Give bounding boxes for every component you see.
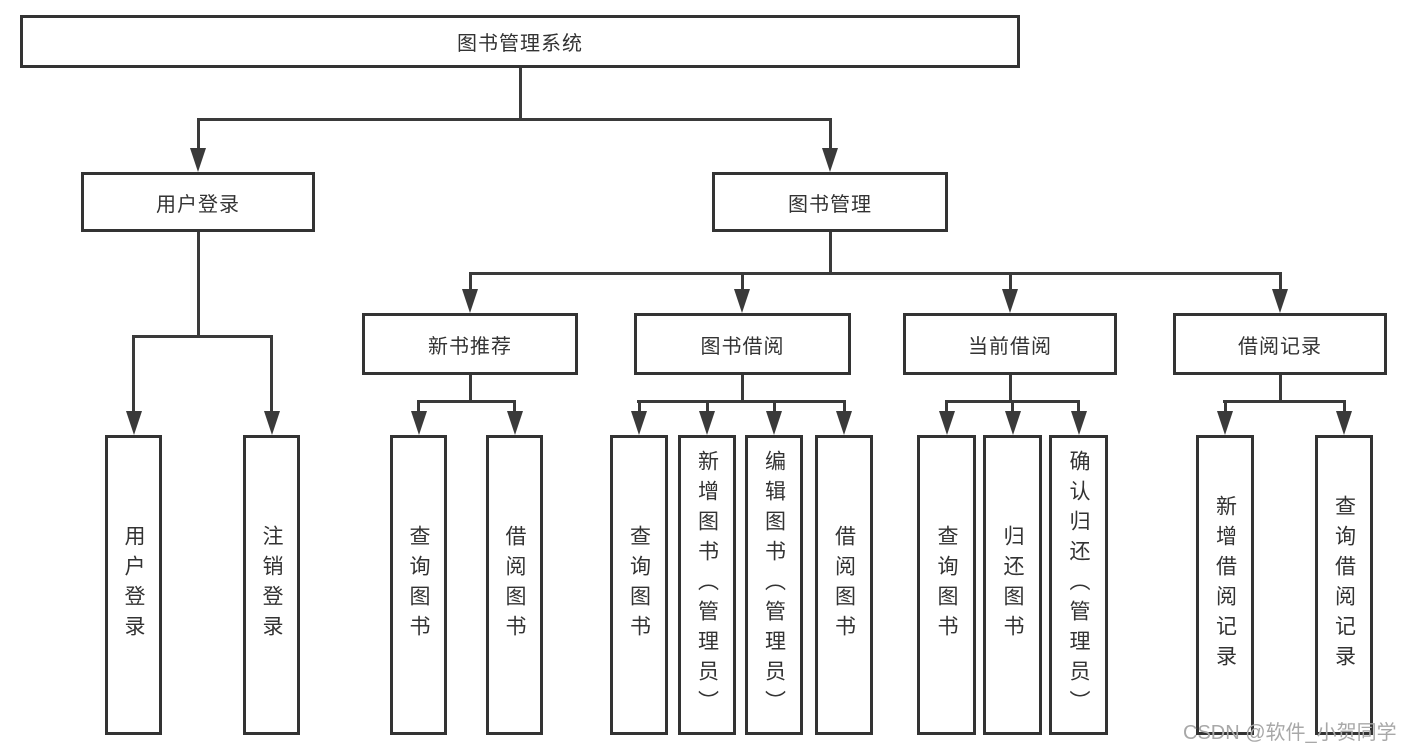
node-library-management-system: 图书管理系统 bbox=[20, 15, 1020, 68]
connector-group-hline bbox=[1223, 400, 1346, 403]
connector-root-stub bbox=[518, 66, 522, 120]
connector-line bbox=[1223, 400, 1227, 414]
leaf-add-borrow-record: 新增借阅记录 bbox=[1196, 435, 1254, 735]
connector-user-login-hline bbox=[132, 335, 273, 338]
connector-group-hline bbox=[417, 400, 516, 403]
connector-line bbox=[772, 400, 776, 414]
leaf-label: 新增图书（管理员） bbox=[695, 450, 719, 720]
arrowhead-down-icon bbox=[1070, 411, 1087, 435]
leaf-query-books-recommend: 查询图书 bbox=[390, 435, 447, 735]
csdn-watermark: CSDN @软件_小贺同学 bbox=[1183, 722, 1397, 744]
arrowhead-down-icon bbox=[506, 411, 523, 435]
connector-group-stub bbox=[468, 373, 472, 402]
connector-line bbox=[637, 400, 641, 414]
connector-group-stub bbox=[1278, 373, 1282, 402]
node-book-borrowing: 图书借阅 bbox=[634, 313, 851, 375]
leaf-query-borrow-record: 查询借阅记录 bbox=[1315, 435, 1373, 735]
leaf-label: 新增借阅记录 bbox=[1213, 495, 1237, 675]
connector-line bbox=[1011, 400, 1014, 414]
arrowhead-down-icon bbox=[1004, 411, 1021, 435]
node-label: 图书管理系统 bbox=[457, 33, 583, 55]
leaf-logout: 注销登录 bbox=[243, 435, 300, 735]
connector-line bbox=[468, 272, 472, 291]
connector-book-management-stub bbox=[828, 230, 832, 274]
node-label: 新书推荐 bbox=[428, 335, 512, 358]
arrowhead-down-icon bbox=[125, 411, 142, 435]
connector-to-user-login bbox=[196, 118, 200, 150]
arrowhead-down-icon bbox=[1002, 289, 1018, 313]
leaf-label: 借阅图书 bbox=[503, 525, 526, 645]
arrowhead-down-icon bbox=[734, 289, 750, 313]
arrowhead-down-icon bbox=[938, 411, 955, 435]
connector-user-login-stub bbox=[196, 230, 200, 337]
connector-group-stub bbox=[740, 373, 744, 402]
arrowhead-down-icon bbox=[1217, 411, 1233, 435]
connector-line bbox=[513, 400, 516, 414]
connector-root-hline bbox=[196, 118, 832, 121]
arrowhead-down-icon bbox=[822, 148, 838, 172]
arrowhead-down-icon bbox=[631, 411, 647, 435]
leaf-label: 用户登录 bbox=[122, 525, 145, 645]
connector-line bbox=[270, 335, 273, 413]
connector-group-hline bbox=[637, 400, 846, 403]
leaf-return-books: 归还图书 bbox=[983, 435, 1042, 735]
node-label: 当前借阅 bbox=[968, 335, 1052, 358]
connector-to-book-management bbox=[828, 118, 832, 150]
leaf-label: 编辑图书（管理员） bbox=[762, 450, 786, 720]
leaf-borrow-books: 借阅图书 bbox=[815, 435, 873, 735]
node-new-book-recommendation: 新书推荐 bbox=[362, 313, 578, 375]
connector-line bbox=[705, 400, 709, 414]
leaf-label: 查询图书 bbox=[935, 525, 958, 645]
leaf-query-books-borrowing: 查询图书 bbox=[610, 435, 668, 735]
leaf-query-books-current: 查询图书 bbox=[917, 435, 976, 735]
arrowhead-down-icon bbox=[699, 411, 715, 435]
connector-line bbox=[417, 400, 420, 414]
connector-line bbox=[1278, 272, 1282, 291]
leaf-label: 查询图书 bbox=[407, 525, 430, 645]
leaf-borrow-books-recommend: 借阅图书 bbox=[486, 435, 543, 735]
leaf-user-login: 用户登录 bbox=[105, 435, 162, 735]
node-user-login: 用户登录 bbox=[81, 172, 315, 232]
leaf-label: 注销登录 bbox=[260, 525, 283, 645]
node-label: 图书借阅 bbox=[700, 335, 785, 358]
arrowhead-down-icon bbox=[190, 148, 206, 172]
node-borrowing-records: 借阅记录 bbox=[1173, 313, 1387, 375]
leaf-label: 查询图书 bbox=[627, 525, 651, 645]
connector-line bbox=[1077, 400, 1080, 414]
arrowhead-down-icon bbox=[462, 289, 478, 313]
connector-line bbox=[1342, 400, 1346, 414]
node-current-borrowing: 当前借阅 bbox=[903, 313, 1117, 375]
leaf-label: 确认归还（管理员） bbox=[1067, 450, 1090, 720]
leaf-confirm-return-admin: 确认归还（管理员） bbox=[1049, 435, 1108, 735]
arrowhead-down-icon bbox=[836, 411, 852, 435]
connector-line bbox=[132, 335, 135, 413]
node-label: 用户登录 bbox=[156, 193, 240, 216]
connector-group-stub bbox=[1008, 373, 1012, 402]
arrowhead-down-icon bbox=[766, 411, 782, 435]
connector-line bbox=[945, 400, 948, 414]
leaf-label: 归还图书 bbox=[1001, 525, 1024, 645]
leaf-label: 查询借阅记录 bbox=[1332, 495, 1356, 675]
leaf-edit-books-admin: 编辑图书（管理员） bbox=[745, 435, 803, 735]
leaf-label: 借阅图书 bbox=[832, 525, 856, 645]
connector-line bbox=[1008, 272, 1012, 291]
arrowhead-down-icon bbox=[263, 411, 280, 435]
node-label: 借阅记录 bbox=[1238, 335, 1322, 358]
node-label: 图书管理 bbox=[788, 193, 872, 216]
connector-line bbox=[740, 272, 744, 291]
node-book-management: 图书管理 bbox=[712, 172, 948, 232]
arrowhead-down-icon bbox=[1336, 411, 1352, 435]
leaf-add-books-admin: 新增图书（管理员） bbox=[678, 435, 736, 735]
connector-line bbox=[842, 400, 846, 414]
arrowhead-down-icon bbox=[410, 411, 427, 435]
connector-book-management-hline bbox=[468, 272, 1282, 275]
arrowhead-down-icon bbox=[1272, 289, 1288, 313]
